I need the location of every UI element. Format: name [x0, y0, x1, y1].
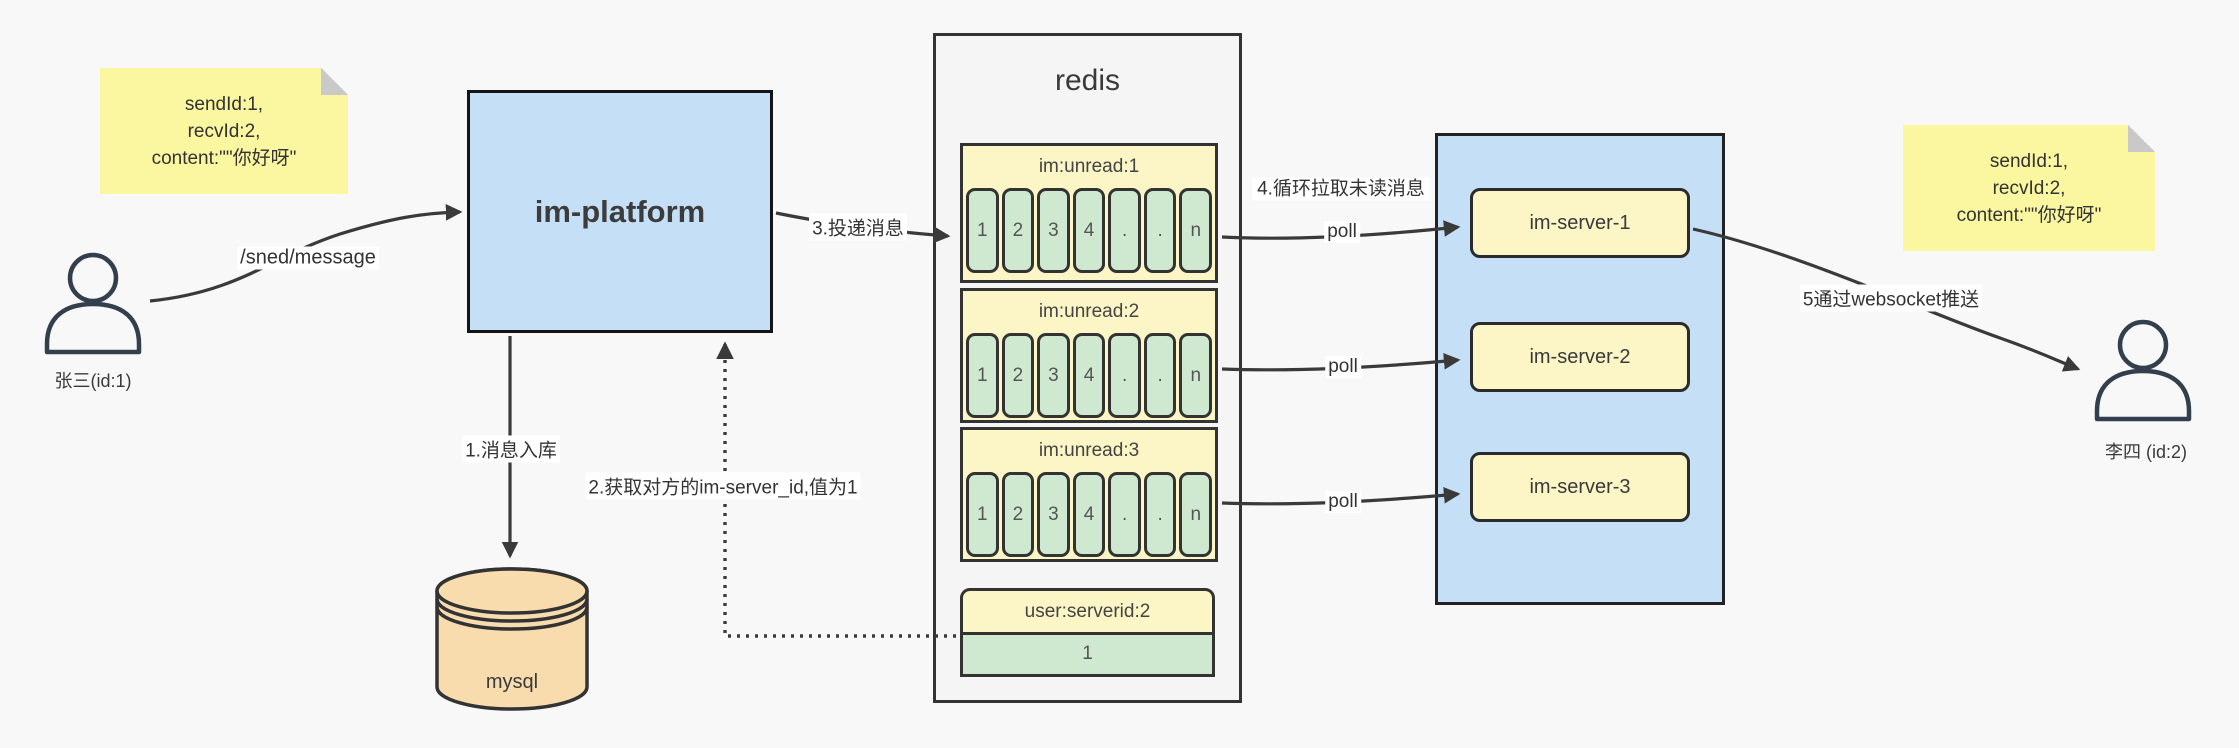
im-server-3-box: im-server-3 [1470, 452, 1690, 522]
im-server-1-box: im-server-1 [1470, 188, 1690, 258]
label-step2-get-serverid: 2.获取对方的im-server_id,值为1 [585, 472, 861, 500]
redis-title: redis [1054, 64, 1121, 97]
label-poll-2: poll [1325, 356, 1361, 378]
queue-cell: 2 [1001, 333, 1035, 418]
kv-key-label: user:serverid:2 [960, 588, 1215, 635]
queue-cell: 2 [1001, 472, 1035, 557]
label-step3-deliver: 3.投递消息 [809, 213, 907, 241]
queue-cell: 3 [1037, 333, 1070, 418]
im-platform-box: im-platform [467, 90, 773, 333]
sticky-note-received-message: sendId:1, recvId:2, content:""你好呀" [1903, 125, 2155, 251]
note-line: sendId:1, [184, 93, 264, 115]
queue-cell: 3 [1037, 472, 1070, 557]
label-poll-1: poll [1324, 221, 1360, 243]
queue-cell: 1 [966, 188, 999, 273]
queue-cell: 4 [1072, 472, 1106, 557]
unread-list-header: im:unread:2 [1038, 301, 1140, 322]
queue-cell: . [1108, 333, 1141, 418]
label-step4-poll-unread: 4.循环拉取未读消息 [1252, 177, 1430, 201]
label-step1-store: 1.消息入库 [462, 435, 560, 463]
label-send-endpoint: /sned/message [237, 246, 379, 270]
sticky-note-send-message: sendId:1, recvId:2, content:""你好呀" [100, 68, 348, 194]
queue-cell: . [1108, 188, 1141, 273]
queue-cell: n [1179, 472, 1213, 557]
label-step5-websocket: 5通过websocket推送 [1799, 284, 1983, 312]
queue-cell: . [1143, 188, 1177, 273]
queue-cell: 4 [1072, 333, 1106, 418]
im-server-2-label: im-server-2 [1529, 345, 1631, 368]
label-poll-3: poll [1325, 491, 1361, 513]
im-platform-label: im-platform [534, 193, 706, 229]
mysql-database-icon: mysql [435, 567, 589, 711]
note-line: content:""你好呀" [151, 147, 297, 169]
im-server-2-box: im-server-2 [1470, 322, 1690, 392]
im-server-1-label: im-server-1 [1529, 211, 1631, 234]
sender-label: 张三(id:1) [54, 371, 132, 391]
unread-list-header: im:unread:1 [1038, 156, 1140, 177]
unread-list-header: im:unread:3 [1038, 440, 1140, 461]
receiver-label: 李四 (id:2) [2104, 442, 2187, 462]
note-line: sendId:1, [1989, 150, 2069, 172]
mysql-label: mysql [486, 671, 538, 693]
user-serverid-kv-box: user:serverid:2 1 [960, 588, 1215, 677]
note-line: recvId:2, [1992, 177, 2066, 199]
sender-person-icon [44, 252, 142, 355]
note-line: content:""你好呀" [1956, 204, 2102, 226]
queue-cell: 4 [1072, 188, 1106, 273]
note-line: recvId:2, [187, 120, 261, 142]
queue-cell: 2 [1001, 188, 1035, 273]
queue-cell: . [1108, 472, 1141, 557]
queue-cell: . [1143, 333, 1177, 418]
kv-value-label: 1 [960, 635, 1215, 677]
queue-cell: 1 [966, 472, 999, 557]
im-server-3-label: im-server-3 [1529, 475, 1631, 498]
queue-cell: n [1179, 188, 1213, 273]
queue-cell: 1 [966, 333, 999, 418]
queue-cell: 3 [1037, 188, 1070, 273]
receiver-person-icon [2094, 319, 2192, 422]
queue-cell: . [1143, 472, 1177, 557]
queue-cell: n [1179, 333, 1213, 418]
